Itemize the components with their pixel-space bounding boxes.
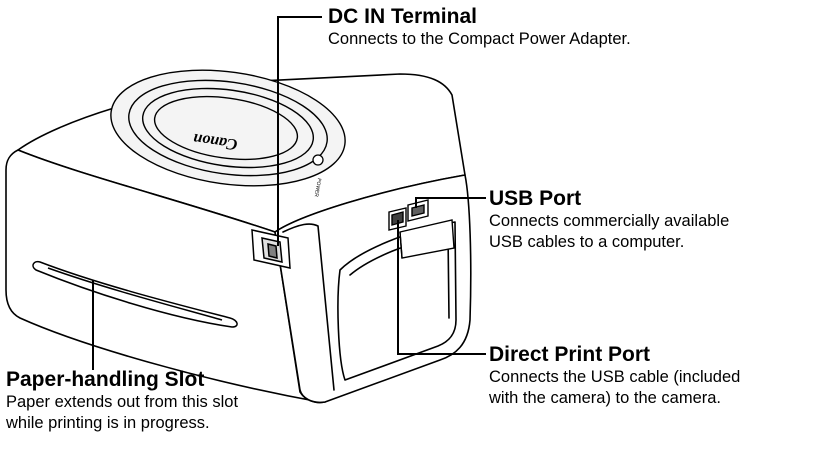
svg-text:POWER: POWER — [313, 178, 322, 198]
power-button[interactable] — [312, 154, 324, 166]
direct-print-title: Direct Print Port — [489, 343, 651, 366]
logo-text: Canon — [192, 130, 239, 153]
direct-print-desc-line-2: with the camera) to the camera. — [489, 389, 722, 407]
port-cover — [399, 219, 455, 259]
dc-in-desc-line: Connects to the Compact Power Adapter. — [328, 30, 631, 48]
leader-usb — [415, 197, 486, 208]
usb-port-desc-line-1: Connects commercially available — [489, 212, 730, 230]
leader-dc-in — [277, 16, 322, 246]
paper-slot-title: Paper-handling Slot — [6, 368, 205, 391]
direct-print-port-graphic — [388, 207, 407, 231]
callout-paper-slot: Paper-handling Slot Paper extends out fr… — [6, 368, 238, 434]
printer-front-face — [5, 149, 326, 404]
callout-dc-in: DC IN Terminal Connects to the Compact P… — [328, 5, 631, 50]
paper-slot — [32, 260, 238, 328]
leader-direct-print — [397, 220, 486, 355]
callout-usb-port: USB Port Connects commercially available… — [489, 187, 729, 253]
svg-text:Canon: Canon — [192, 130, 239, 153]
power-label: POWER — [313, 178, 322, 198]
callout-direct-print-port: Direct Print Port Connects the USB cable… — [489, 343, 740, 409]
paper-slot-desc-line-2: while printing is in progress. — [6, 414, 210, 432]
usb-port-desc-line-2: USB cables to a computer. — [489, 233, 685, 251]
paper-slot-desc-line-1: Paper extends out from this slot — [6, 393, 239, 411]
dc-in-title: DC IN Terminal — [328, 5, 477, 28]
top-dial — [110, 69, 346, 187]
direct-print-desc-line-1: Connects the USB cable (included — [489, 368, 741, 386]
usb-port-title: USB Port — [489, 187, 582, 210]
